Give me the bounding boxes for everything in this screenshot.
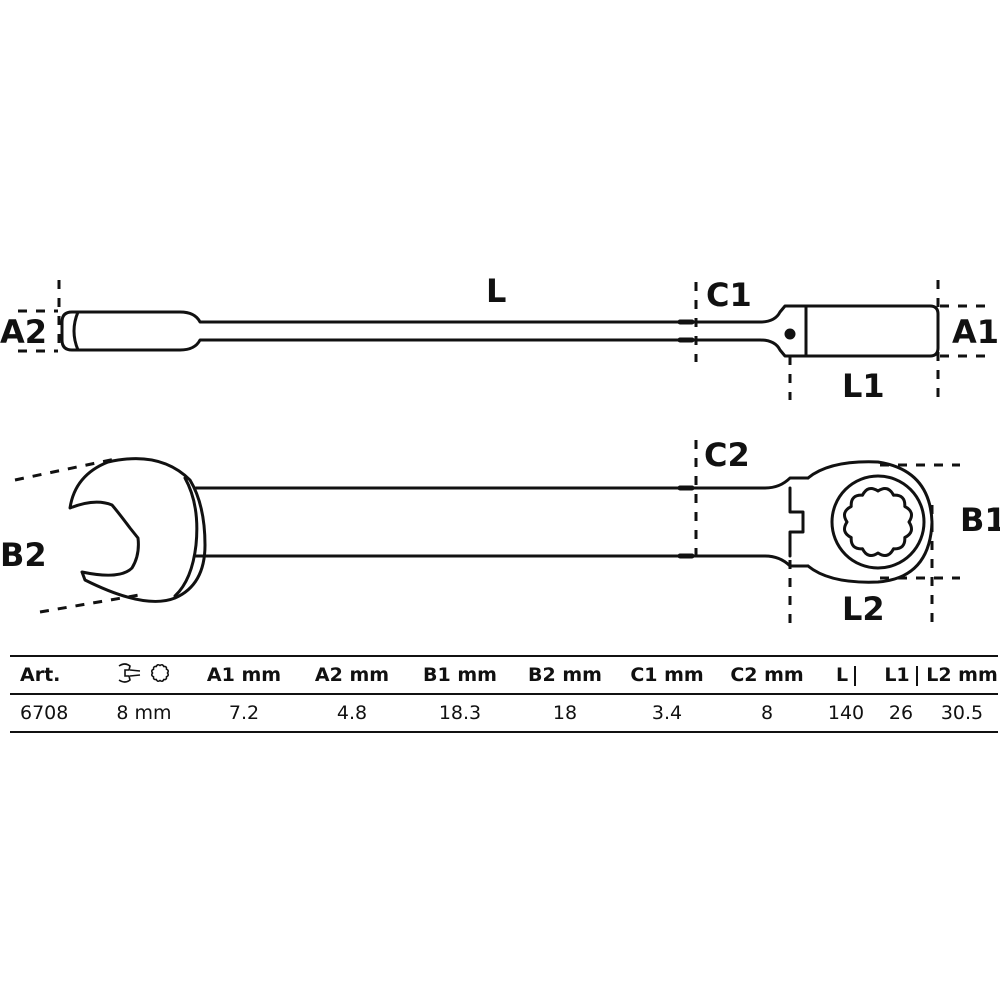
side-view-open-end-cap xyxy=(72,310,80,352)
twelve-point-socket xyxy=(843,487,913,557)
cell-a1: 7.2 xyxy=(228,702,260,724)
label-b2: B2 xyxy=(0,536,47,574)
header-a1: A1 mm xyxy=(206,664,282,686)
dim-b2-bottom xyxy=(39,592,146,614)
spec-table: Art. A1 mm A2 mm B1 mm B2 mm C1 mm C2 mm… xyxy=(10,655,998,733)
header-separator xyxy=(854,665,857,686)
dimension-lines xyxy=(14,280,990,625)
header-l-cell: L xyxy=(816,664,876,686)
cell-a2: 4.8 xyxy=(336,702,368,724)
header-c2: C2 mm xyxy=(730,664,804,686)
header-l1: L1 xyxy=(884,664,910,686)
cell-l1: 26 xyxy=(888,702,914,724)
cell-art: 6708 xyxy=(20,702,69,724)
wrench-technical-drawing: A2 L C1 A1 L1 C2 B1 B2 L2 xyxy=(0,272,1000,628)
shank-tick-marks xyxy=(677,319,695,559)
label-l1: L1 xyxy=(842,367,885,405)
cell-size: 8 mm xyxy=(116,702,172,724)
header-c1: C1 mm xyxy=(630,664,704,686)
wrench-side-view xyxy=(60,304,940,358)
label-a2: A2 xyxy=(0,313,47,351)
cell-c1: 3.4 xyxy=(651,702,683,724)
header-size-icons xyxy=(98,661,190,690)
header-l1-cell: L1 xyxy=(876,664,926,686)
ratchet-notch xyxy=(788,486,805,558)
header-l: L xyxy=(835,664,849,686)
header-a2: A2 mm xyxy=(314,664,390,686)
cell-b2: 18 xyxy=(552,702,578,724)
label-c1: C1 xyxy=(706,276,752,314)
cell-l2: 30.5 xyxy=(940,702,984,724)
label-l: L xyxy=(486,272,506,310)
label-a1: A1 xyxy=(952,313,999,351)
cell-b1: 18.3 xyxy=(438,702,482,724)
dim-b2-top xyxy=(14,456,121,482)
side-view-outline xyxy=(60,304,940,358)
side-view-pivot-pin xyxy=(784,328,796,340)
open-end-jaw xyxy=(68,457,207,603)
label-b1: B1 xyxy=(960,501,1000,539)
table-row: 6708 8 mm 7.2 4.8 18.3 18 3.4 8 140 26 3… xyxy=(10,695,998,733)
open-end-wrench-icon xyxy=(118,662,141,683)
ring-head-outline xyxy=(806,460,934,584)
ring-inner-circle xyxy=(830,474,926,570)
header-b1: B1 mm xyxy=(423,664,497,686)
cell-c2: 8 xyxy=(760,702,774,724)
label-c2: C2 xyxy=(704,436,750,474)
cell-l: 140 xyxy=(827,702,865,724)
open-end-neck-curve xyxy=(173,476,199,598)
shank-outline xyxy=(194,476,810,568)
twelve-point-ring-icon xyxy=(150,663,170,682)
header-separator xyxy=(915,665,918,686)
header-b2: B2 mm xyxy=(528,664,602,686)
header-art: Art. xyxy=(20,664,61,686)
label-l2: L2 xyxy=(842,590,885,628)
header-l2: L2 mm xyxy=(926,664,998,686)
wrench-front-view xyxy=(68,457,934,603)
table-header-row: Art. A1 mm A2 mm B1 mm B2 mm C1 mm C2 mm… xyxy=(10,655,998,695)
